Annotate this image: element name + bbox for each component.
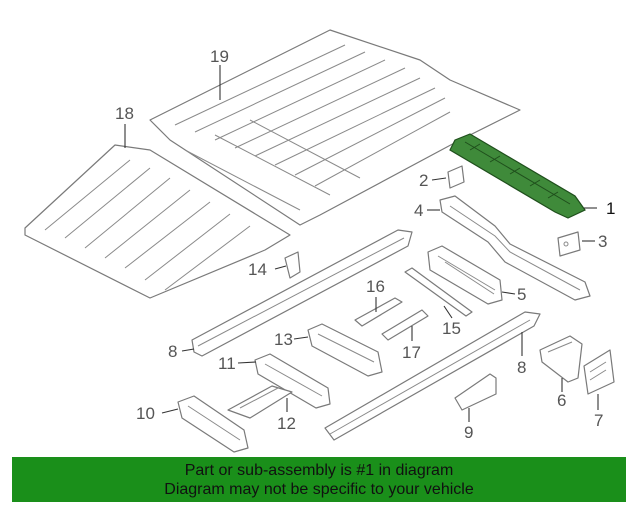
part-13-member[interactable] <box>307 323 383 377</box>
callout-16: 16 <box>366 277 385 296</box>
part-12-bracket[interactable] <box>227 385 293 419</box>
callout-labels: 1 2 3 4 5 6 7 8 8 9 10 11 12 13 14 15 16… <box>115 47 615 442</box>
part-18-front-floor-pan[interactable] <box>24 144 291 299</box>
callout-10: 10 <box>136 404 155 423</box>
callout-19: 19 <box>210 47 229 66</box>
part-6-bracket[interactable] <box>539 335 583 383</box>
callout-12: 12 <box>277 414 296 433</box>
callout-1: 1 <box>606 199 615 218</box>
banner-line-2: Diagram may not be specific to your vehi… <box>164 480 474 498</box>
callout-18: 18 <box>115 104 134 123</box>
callout-3: 3 <box>598 232 607 251</box>
part-4-rail[interactable] <box>439 195 591 301</box>
part-1-crossmember-highlighted[interactable] <box>449 133 586 219</box>
part-10-member[interactable] <box>177 395 249 453</box>
callout-11: 11 <box>218 354 236 373</box>
parts-diagram: 1 2 3 4 5 6 7 8 8 9 10 11 12 13 14 15 16… <box>24 29 615 453</box>
callout-9: 9 <box>464 423 473 442</box>
callout-8-upper: 8 <box>168 342 177 361</box>
part-19-rear-floor-pan[interactable] <box>149 29 521 226</box>
part-11-member[interactable] <box>254 353 331 409</box>
callout-6: 6 <box>557 391 566 410</box>
callout-7: 7 <box>594 411 603 430</box>
part-15-brace[interactable] <box>404 267 473 317</box>
leader-lines <box>124 65 599 422</box>
callout-15: 15 <box>442 319 461 338</box>
callout-4: 4 <box>414 201 423 220</box>
callout-8-lower: 8 <box>517 358 526 377</box>
part-3-bracket[interactable] <box>557 231 581 257</box>
part-7-plate[interactable] <box>583 349 615 395</box>
notice-banner: Part or sub-assembly is #1 in diagram Di… <box>12 457 626 502</box>
part-16-bracket[interactable] <box>354 297 403 327</box>
part-5-bracket-assembly[interactable] <box>427 245 503 305</box>
part-9-bracket[interactable] <box>454 373 497 411</box>
part-17-bracket[interactable] <box>381 309 429 341</box>
callout-14: 14 <box>248 260 267 279</box>
part-2-bracket[interactable] <box>447 165 465 189</box>
part-14-bracket[interactable] <box>284 251 301 279</box>
callout-13: 13 <box>274 330 293 349</box>
banner-line-1: Part or sub-assembly is #1 in diagram <box>184 461 454 479</box>
callout-2: 2 <box>419 171 428 190</box>
callout-5: 5 <box>517 285 526 304</box>
callout-17: 17 <box>402 343 421 362</box>
part-8-sill-lower[interactable] <box>324 311 541 441</box>
part-8-sill-upper[interactable] <box>191 229 413 357</box>
